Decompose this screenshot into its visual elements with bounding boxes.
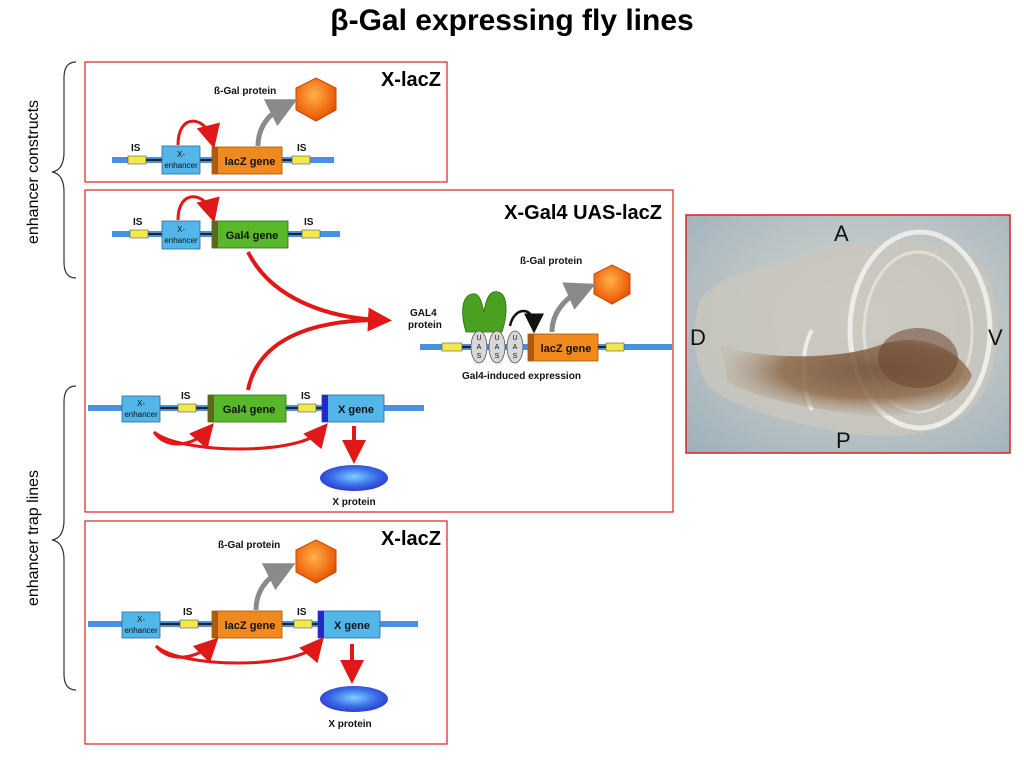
x-gene-box — [321, 394, 385, 423]
enhancer-text-1: X- — [137, 615, 145, 624]
panel3-protein-label: ß-Gal protein — [218, 540, 280, 551]
uas-letter: A — [495, 344, 500, 351]
enhancer-text-1: X- — [137, 399, 145, 408]
uas-activation-arrow — [508, 309, 544, 334]
is-label-top-right: IS — [304, 217, 314, 228]
is-label-bottom-left: IS — [181, 391, 191, 402]
is-label-trap-left: IS — [183, 607, 193, 618]
is-label-left: IS — [131, 143, 141, 154]
uas-letter: A — [477, 344, 482, 351]
panel2-protein-label: ß-Gal protein — [520, 256, 582, 267]
enhancer-text-2: enhancer — [124, 626, 158, 635]
wing-disc-photo: A D V P — [685, 214, 1011, 454]
gal4-protein-label-2: protein — [408, 320, 442, 331]
gal4-gene-box-top — [211, 220, 289, 249]
enhancer-box-trap — [121, 611, 161, 639]
is-label-top-left: IS — [133, 217, 143, 228]
is-label-bottom-right: IS — [301, 391, 311, 402]
photo-label-p: P — [836, 428, 851, 453]
uas-letter: U — [494, 335, 499, 342]
insulator-left — [127, 155, 147, 165]
enhancer-text-2: enhancer — [164, 236, 198, 245]
label-enhancer-trap-lines: enhancer trap lines — [25, 470, 42, 606]
gal4-gene-box-bottom — [207, 394, 287, 423]
x-protein-oval-trap — [320, 686, 388, 712]
enhancer-box-bottom — [121, 395, 161, 423]
gal4-induced-label: Gal4-induced expression — [462, 371, 581, 382]
uas-letter: U — [476, 335, 481, 342]
photo-label-v: V — [988, 325, 1003, 350]
uas-elements: U A S U A S U A S — [470, 330, 524, 364]
photo-label-a: A — [834, 221, 849, 246]
label-enhancer-constructs: enhancer constructs — [25, 100, 42, 244]
lacz-gene-box-reporter — [527, 333, 599, 362]
gal4-arrow-from-bottom — [246, 318, 381, 391]
uas-letter: U — [512, 335, 517, 342]
enhancer-box-top — [161, 220, 201, 250]
lacz-gene-box-trap — [211, 610, 283, 639]
x-protein-label-trap: X protein — [328, 719, 371, 730]
page-title: β-Gal expressing fly lines — [330, 4, 694, 37]
beta-gal-hexagon — [295, 77, 337, 122]
uas-letter: S — [513, 353, 518, 360]
x-gene-label: X gene — [338, 404, 374, 416]
panel1-heading: X-lacZ — [381, 69, 441, 91]
gal4-gene-label-bottom: Gal4 gene — [223, 404, 276, 416]
panel2-heading: X-Gal4 UAS-lacZ — [504, 202, 662, 224]
x-gene-label-trap: X gene — [334, 620, 370, 632]
uas-letter: A — [513, 344, 518, 351]
uas-letter: S — [495, 353, 500, 360]
enhancer-text-1: X- — [177, 225, 185, 234]
lacz-gene-label-reporter: lacZ gene — [541, 343, 592, 355]
gal4-gene-label-top: Gal4 gene — [226, 230, 279, 242]
brace-constructs — [51, 61, 77, 279]
beta-gal-hexagon-3 — [295, 539, 337, 584]
lacz-gene-label: lacZ gene — [225, 156, 276, 168]
panel1-protein-label: ß-Gal protein — [214, 86, 276, 97]
panel-x-lacz-trap: X-lacZ ß-Gal protein X- enhancer IS lacZ… — [84, 520, 448, 745]
enhancer-text-2: enhancer — [164, 161, 198, 170]
enhancer-text-1: X- — [177, 150, 185, 159]
is-label-trap-right: IS — [297, 607, 307, 618]
gal4-protein-shape — [462, 291, 507, 333]
panel-x-gal4-uas-lacz: X-Gal4 UAS-lacZ IS IS X- enhancer Gal4 g… — [84, 189, 674, 513]
x-protein-oval — [320, 465, 388, 491]
panel-x-lacz-construct: X-lacZ ß-Gal protein IS IS X- enhancer l… — [84, 61, 448, 183]
enhancer-text-2: enhancer — [124, 410, 158, 419]
lacz-gene-label-trap: lacZ gene — [225, 620, 276, 632]
enhancer-arrow — [176, 119, 220, 149]
photo-label-d: D — [690, 325, 706, 350]
enhancer-box — [161, 145, 201, 175]
x-protein-label: X protein — [332, 497, 375, 508]
insulator-right — [291, 155, 311, 165]
panel3-heading: X-lacZ — [381, 528, 441, 550]
x-gene-box-trap — [317, 610, 381, 639]
beta-gal-hexagon-2 — [593, 264, 631, 305]
brace-trap — [51, 385, 77, 691]
is-label-right: IS — [297, 143, 307, 154]
expression-arrow — [255, 99, 298, 147]
gal4-protein-label-1: GAL4 — [410, 308, 437, 319]
uas-letter: S — [477, 353, 482, 360]
